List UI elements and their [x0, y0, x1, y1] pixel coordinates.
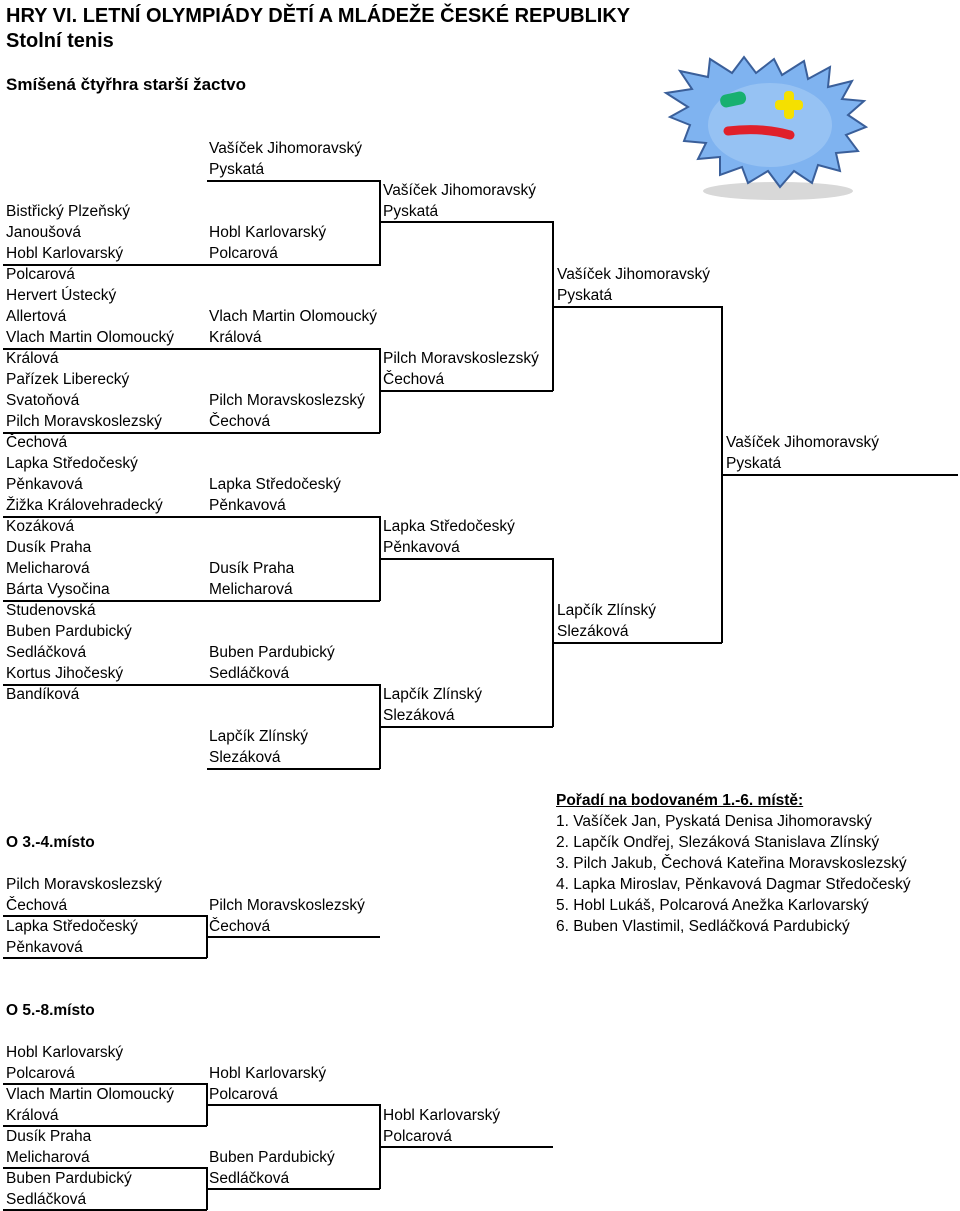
- ranking-item: 6. Buben Vlastimil, Sedláčková Pardubick…: [556, 918, 850, 935]
- sf-team2-player1: Lapčík Zlínský: [557, 602, 657, 619]
- r1-team2-player1: Hobl Karlovarský: [6, 245, 124, 262]
- r1-team12-player1: Kortus Jihočeský: [6, 665, 124, 682]
- tp-winner-player2: Čechová: [209, 918, 271, 935]
- r1-team12-player2: Bandíková: [6, 686, 80, 703]
- ranking-item: 4. Lapka Miroslav, Pěnkavová Dagmar Stře…: [556, 876, 911, 893]
- ranking-item: 3. Pilch Jakub, Čechová Kateřina Moravsk…: [556, 855, 907, 872]
- sf-team2-player2: Slezáková: [557, 623, 629, 640]
- r2-team2-player2: Polcarová: [209, 245, 278, 262]
- r3-team3-player1: Lapka Středočeský: [383, 518, 515, 535]
- r1-team4-player2: Králová: [6, 350, 59, 367]
- r1-team3-player1: Hervert Ústecký: [6, 287, 117, 304]
- r1-team9-player1: Dusík Praha: [6, 539, 92, 556]
- ranking-heading: Pořadí na bodovaném 1.-6. místě:: [556, 792, 804, 809]
- fp-winner-player2: Polcarová: [383, 1128, 452, 1145]
- r1-team4-player1: Vlach Martin Olomoucký: [6, 329, 174, 346]
- r2-team5-player2: Pěnkavová: [209, 497, 286, 514]
- r1-team5-player1: Pařízek Liberecký: [6, 371, 130, 388]
- r1-team1-player2: Janoušová: [6, 224, 81, 241]
- fp-team1-player2: Polcarová: [6, 1065, 75, 1082]
- winner-player1: Vašíček Jihomoravský: [726, 434, 880, 451]
- r2-team4-player1: Pilch Moravskoslezský: [209, 392, 365, 409]
- r2-team6-player2: Melicharová: [209, 581, 293, 598]
- r2-team5-player1: Lapka Středočeský: [209, 476, 341, 493]
- r1-team10-player2: Studenovská: [6, 602, 96, 619]
- r3-team3-player2: Pěnkavová: [383, 539, 460, 556]
- r2-team6-player1: Dusík Praha: [209, 560, 295, 577]
- ranking-item: 1. Vašíček Jan, Pyskatá Denisa Jihomorav…: [556, 813, 872, 830]
- r2-team1-player2: Pyskatá: [209, 161, 265, 178]
- r2-team7-player1: Buben Pardubický: [209, 644, 335, 661]
- tp-team2-player1: Lapka Středočeský: [6, 918, 138, 935]
- r3-team2-player2: Čechová: [383, 371, 445, 388]
- fp-team3-player1: Dusík Praha: [6, 1128, 92, 1145]
- r1-team7-player2: Pěnkavová: [6, 476, 83, 493]
- category-title: Smíšená čtyřhra starší žactvo: [6, 75, 247, 94]
- winner-player2: Pyskatá: [726, 455, 782, 472]
- fp-team2-player1: Vlach Martin Olomoucký: [6, 1086, 174, 1103]
- r1-team5-player2: Svatoňová: [6, 392, 80, 409]
- tp-winner-player1: Pilch Moravskoslezský: [209, 897, 365, 914]
- fp-r2-team1-player2: Polcarová: [209, 1086, 278, 1103]
- fp-team3-player2: Melicharová: [6, 1149, 90, 1166]
- tp-team1-player2: Čechová: [6, 897, 68, 914]
- r3-team2-player1: Pilch Moravskoslezský: [383, 350, 539, 367]
- olympiad-mascot-logo: [663, 55, 869, 200]
- tp-team2-player2: Pěnkavová: [6, 939, 83, 956]
- sf-team1-player2: Pyskatá: [557, 287, 613, 304]
- sport-title: Stolní tenis: [6, 30, 114, 52]
- ranking-item: 2. Lapčík Ondřej, Slezáková Stanislava Z…: [556, 834, 880, 851]
- fp-team4-player2: Sedláčková: [6, 1191, 87, 1208]
- fp-r2-team2-player1: Buben Pardubický: [209, 1149, 335, 1166]
- r2-team3-player2: Králová: [209, 329, 262, 346]
- r1-team2-player2: Polcarová: [6, 266, 75, 283]
- r2-team8-player1: Lapčík Zlínský: [209, 728, 309, 745]
- r1-team10-player1: Bárta Vysočina: [6, 581, 110, 598]
- r2-team1-player1: Vašíček Jihomoravský: [209, 140, 363, 157]
- r2-team7-player2: Sedláčková: [209, 665, 290, 682]
- r2-team3-player1: Vlach Martin Olomoucký: [209, 308, 377, 325]
- r3-team1-player2: Pyskatá: [383, 203, 439, 220]
- r3-team1-player1: Vašíček Jihomoravský: [383, 182, 537, 199]
- r1-team8-player1: Žižka Královehradecký: [6, 497, 163, 514]
- r2-team8-player2: Slezáková: [209, 749, 281, 766]
- r3-team4-player2: Slezáková: [383, 707, 455, 724]
- r2-team2-player1: Hobl Karlovarský: [209, 224, 327, 241]
- r1-team8-player2: Kozáková: [6, 518, 75, 535]
- sf-team1-player1: Vašíček Jihomoravský: [557, 266, 711, 283]
- r1-team1-player1: Bistřický Plzeňský: [6, 203, 131, 220]
- third-place-heading: O 3.-4.místo: [6, 834, 95, 851]
- fifth-place-heading: O 5.-8.místo: [6, 1002, 95, 1019]
- r1-team9-player2: Melicharová: [6, 560, 90, 577]
- r3-team4-player1: Lapčík Zlínský: [383, 686, 483, 703]
- fp-r2-team1-player1: Hobl Karlovarský: [209, 1065, 327, 1082]
- r1-team7-player1: Lapka Středočeský: [6, 455, 138, 472]
- ranking-item: 5. Hobl Lukáš, Polcarová Anežka Karlovar…: [556, 897, 869, 914]
- r1-team3-player2: Allertová: [6, 308, 67, 325]
- tp-team1-player1: Pilch Moravskoslezský: [6, 876, 162, 893]
- fp-team2-player2: Králová: [6, 1107, 59, 1124]
- fp-team4-player1: Buben Pardubický: [6, 1170, 132, 1187]
- r1-team11-player1: Buben Pardubický: [6, 623, 132, 640]
- r1-team6-player1: Pilch Moravskoslezský: [6, 413, 162, 430]
- r1-team11-player2: Sedláčková: [6, 644, 87, 661]
- r1-team6-player2: Čechová: [6, 434, 68, 451]
- fp-team1-player1: Hobl Karlovarský: [6, 1044, 124, 1061]
- page-title: HRY VI. LETNÍ OLYMPIÁDY DĚTÍ A MLÁDEŽE Č…: [6, 5, 631, 27]
- fp-winner-player1: Hobl Karlovarský: [383, 1107, 501, 1124]
- fp-r2-team2-player2: Sedláčková: [209, 1170, 290, 1187]
- r2-team4-player2: Čechová: [209, 413, 271, 430]
